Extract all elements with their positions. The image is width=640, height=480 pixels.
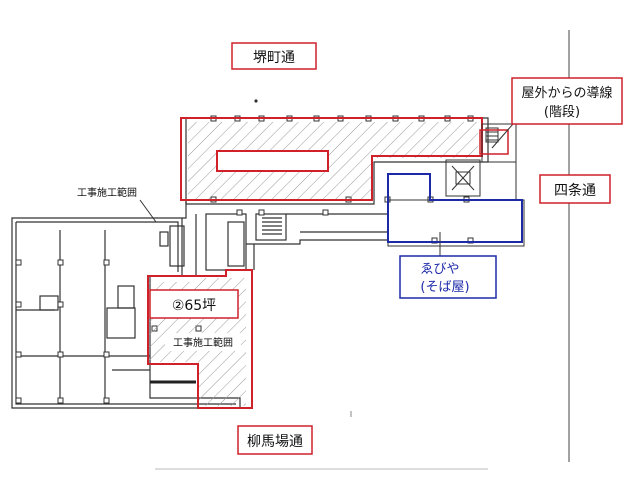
lower-work-area-outline [147,269,253,409]
area-size-text: ②65坪 [172,298,216,314]
tenant-label: ゑびや (そば屋) [399,255,497,299]
street-label-north: 堺町通 [231,42,317,70]
stairs-note-line2: (階段) [544,105,580,120]
construction-scope-left: 工事施工範囲 [77,186,137,199]
construction-scope-inner: 工事施工範囲 [165,333,241,351]
construction-scope-inner-text: 工事施工範囲 [173,336,233,349]
tenant-area-walls [387,199,525,247]
area-label: ②65坪 [149,289,239,319]
scan-mark [254,99,258,103]
stairs-note: 屋外からの導線 (階段) [511,77,623,125]
hidden-label-box [216,150,329,172]
street-name-north: 堺町通 [253,50,295,66]
upper-work-area-outline [180,117,483,201]
left-callout-line [139,199,157,223]
street-name-east: 四条通 [554,182,596,199]
stair-core [445,123,520,201]
construction-scope-left-text: 工事施工範囲 [77,186,137,199]
left-building [11,217,241,409]
upper-work-area [188,122,478,200]
street-label-east: 四条通 [539,174,611,204]
stairs-note-line1: 屋外からの導線 [521,85,612,101]
tenant-name: ゑびや [420,262,459,277]
tenant-type: (そば屋) [420,280,469,295]
upper-work-area-walls [185,117,489,205]
stairs-highlight [479,129,509,155]
street-name-south: 柳馬場通 [247,433,303,450]
tenant-area-outline [387,173,523,243]
connecting-walls [182,199,389,277]
street-label-south: 柳馬場通 [237,425,313,455]
